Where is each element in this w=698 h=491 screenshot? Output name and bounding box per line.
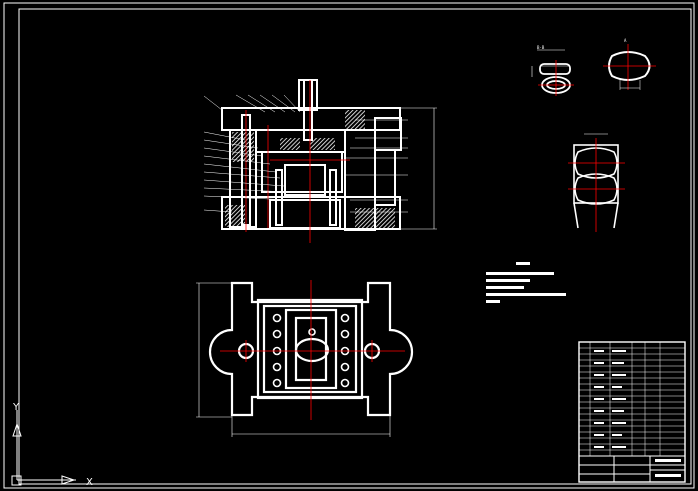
side-detail-view[interactable] — [568, 133, 625, 232]
front-section-view[interactable] — [203, 79, 437, 243]
detail-view-label: A — [624, 38, 627, 43]
plan-view[interactable] — [196, 280, 414, 437]
ucs-x-label: X — [86, 477, 93, 488]
ucs-y-label: Y — [12, 402, 20, 413]
drawing-border — [3, 2, 695, 489]
ucs-icon: Y X — [11, 402, 93, 488]
title-block[interactable] — [578, 341, 686, 483]
section-view-label: B-B — [537, 45, 545, 50]
detail-a-view[interactable]: A — [603, 38, 656, 90]
section-b-b-view[interactable]: B-B — [531, 45, 574, 96]
technical-notes — [486, 262, 566, 303]
